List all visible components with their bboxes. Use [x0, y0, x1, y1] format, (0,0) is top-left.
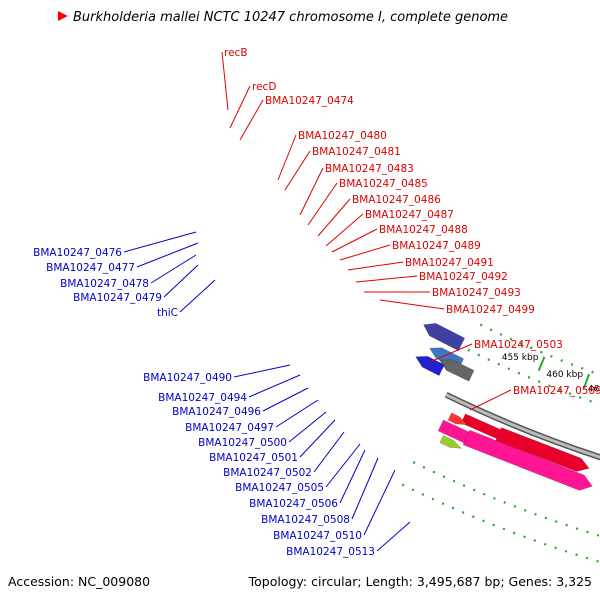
reverse-leader-7: [262, 387, 309, 412]
gene-feature-6: [423, 323, 466, 352]
gene-feature-8: [439, 359, 475, 382]
forward-gene-label-4: BMA10247_0481: [312, 146, 401, 158]
forward-leader-6: [307, 182, 338, 226]
forward-leader-2: [239, 99, 264, 141]
reverse-gene-label-7: BMA10247_0496: [172, 406, 261, 418]
scale-tick-1: [583, 373, 591, 389]
reverse-leader-12: [325, 443, 361, 488]
reverse-leader-4: [179, 279, 216, 313]
scale-tick-label-0: 455 kbp: [502, 353, 539, 363]
reverse-leader-6: [248, 374, 301, 398]
forward-gene-label-2: BMA10247_0474: [265, 95, 354, 107]
reverse-leader-13: [339, 449, 366, 504]
reverse-gene-label-3: BMA10247_0479: [73, 292, 162, 304]
reverse-leader-0: [123, 231, 197, 253]
reverse-leader-14: [351, 457, 379, 520]
forward-leader-14: [379, 299, 445, 310]
reverse-gene-label-0: BMA10247_0476: [33, 247, 122, 259]
forward-strand-marker-icon: [58, 11, 68, 21]
reverse-leader-2: [150, 254, 197, 284]
forward-gene-label-1: recD: [252, 81, 276, 93]
backbone-line: [445, 393, 600, 459]
reverse-leader-3: [163, 264, 199, 298]
forward-leader-10: [339, 244, 391, 261]
reverse-gene-label-15: BMA10247_0510: [273, 530, 362, 542]
scale-tick-label-2: 465 kbp: [588, 384, 600, 394]
reverse-leader-5: [233, 364, 291, 378]
forward-gene-label-10: BMA10247_0489: [392, 240, 481, 252]
gene-feature-4: [439, 435, 463, 449]
reverse-gene-label-16: BMA10247_0513: [286, 546, 375, 558]
gene-feature-3: [495, 427, 590, 472]
reverse-gene-label-13: BMA10247_0506: [249, 498, 338, 510]
forward-gene-label-0: recB: [224, 47, 248, 59]
forward-leader-7: [317, 198, 351, 237]
forward-gene-label-7: BMA10247_0486: [352, 194, 441, 206]
forward-gene-label-16: BMA10247_0509: [513, 385, 600, 397]
reverse-gene-label-10: BMA10247_0501: [209, 452, 298, 464]
reverse-gene-label-6: BMA10247_0494: [158, 392, 247, 404]
reverse-leader-8: [275, 399, 319, 428]
gene-feature-1: [462, 429, 593, 491]
gene-feature-9: [415, 356, 445, 377]
reverse-leader-16: [376, 521, 411, 552]
forward-gene-label-3: BMA10247_0480: [298, 130, 387, 142]
forward-leader-9: [331, 228, 378, 253]
forward-gene-label-15: BMA10247_0503: [474, 339, 563, 351]
reverse-leader-11: [313, 431, 345, 473]
forward-leader-4: [284, 150, 311, 191]
forward-gene-label-8: BMA10247_0487: [365, 209, 454, 221]
forward-leader-12: [355, 275, 418, 283]
scale-tick-0: [537, 356, 546, 372]
forward-gene-label-11: BMA10247_0491: [405, 257, 494, 269]
reverse-gene-label-1: BMA10247_0477: [46, 262, 135, 274]
map-title-text: Burkholderia mallei NCTC 10247 chromosom…: [73, 10, 509, 25]
forward-gene-label-5: BMA10247_0483: [325, 163, 414, 175]
reverse-leader-1: [136, 242, 199, 268]
reverse-leader-10: [299, 419, 336, 458]
reverse-leader-9: [288, 411, 327, 443]
forward-leader-5: [299, 167, 324, 216]
forward-leader-15: [429, 343, 473, 363]
reverse-leader-15: [363, 469, 396, 536]
reverse-gene-label-2: BMA10247_0478: [60, 278, 149, 290]
topology-summary: Topology: circular; Length: 3,495,687 bp…: [248, 574, 592, 589]
forward-gene-label-12: BMA10247_0492: [419, 271, 508, 283]
forward-gene-label-9: BMA10247_0488: [379, 224, 468, 236]
reverse-gene-label-14: BMA10247_0508: [261, 514, 350, 526]
reverse-gene-label-9: BMA10247_0500: [198, 437, 287, 449]
forward-leader-3: [277, 134, 297, 181]
scale-tick-label-1: 460 kbp: [546, 370, 583, 380]
reverse-gene-label-12: BMA10247_0505: [235, 482, 324, 494]
forward-gene-label-13: BMA10247_0493: [432, 287, 521, 299]
reverse-gene-label-5: BMA10247_0490: [143, 372, 232, 384]
reverse-gene-label-11: BMA10247_0502: [223, 467, 312, 479]
forward-gene-label-6: BMA10247_0485: [339, 178, 428, 190]
gene-feature-5: [447, 412, 469, 426]
accession-label: Accession: NC_009080: [8, 574, 151, 589]
map-title: Burkholderia mallei NCTC 10247 chromosom…: [58, 10, 508, 25]
forward-leader-1: [229, 85, 251, 129]
forward-leader-0: [221, 51, 229, 111]
forward-leader-16: [469, 389, 512, 411]
reverse-gene-label-8: BMA10247_0497: [185, 422, 274, 434]
forward-leader-8: [325, 213, 364, 247]
reverse-gene-label-4: thiC: [157, 307, 178, 319]
forward-leader-11: [347, 261, 404, 271]
forward-gene-label-14: BMA10247_0499: [446, 304, 535, 316]
